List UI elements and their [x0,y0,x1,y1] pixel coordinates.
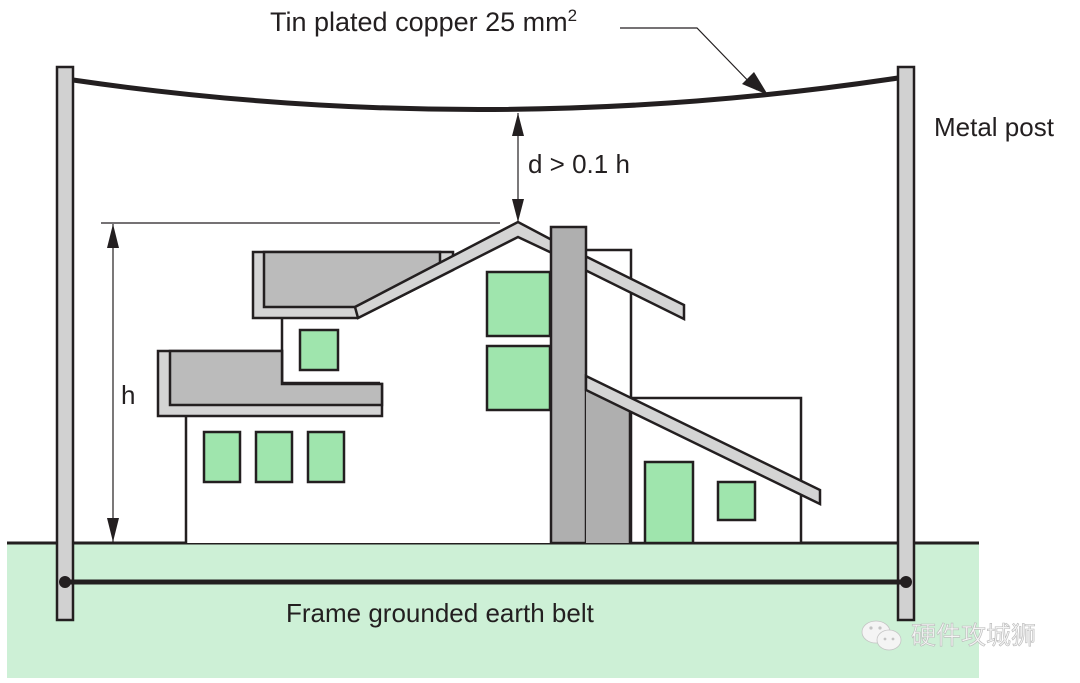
window [485,344,552,412]
height-label: h [121,380,135,410]
window [306,430,346,484]
clearance-label: d > 0.1 h [528,149,630,179]
chimney [549,225,588,545]
chimney-lower [586,380,630,543]
window [716,480,757,522]
door [643,460,695,545]
metal-post-left [55,65,75,622]
window [485,270,552,338]
window [298,328,340,372]
height-arrow-up-icon [107,224,119,248]
window [202,430,242,484]
conductor-label: Tin plated copper 25 mm2 [270,6,577,37]
conductor-label-superscript: 2 [568,6,577,25]
clearance-arrow-up-icon [512,113,524,136]
conductor-leader [620,27,758,91]
watermark-text: 硬件攻城狮 [911,621,1036,650]
wechat-icon [861,620,902,651]
house [156,220,822,545]
ground-area [7,543,979,678]
conductor-arrow-icon [742,72,768,95]
window [254,430,294,484]
belt-joint-right [900,576,912,588]
metal-post-label: Metal post [934,112,1055,142]
clearance-arrow-down-icon [512,199,524,222]
metal-post-right [896,65,916,622]
belt-joint-left [59,576,71,588]
height-arrow-down-icon [107,518,119,542]
earth-belt-label: Frame grounded earth belt [286,598,595,628]
overhead-conductor [72,75,899,112]
annex-roof [584,374,822,506]
